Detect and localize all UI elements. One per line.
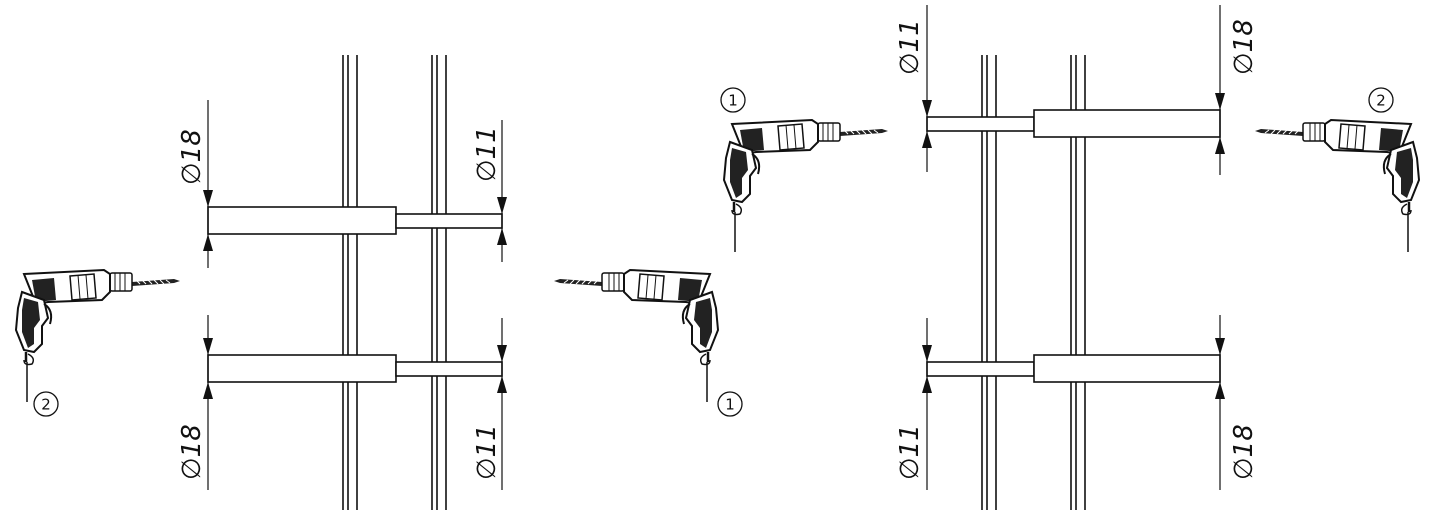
hole-bottom (207, 354, 503, 383)
drill-number-left: 1 (728, 92, 738, 110)
dim-label-top-right: ∅11 (472, 126, 502, 182)
drill-icon (14, 268, 182, 404)
hole-top (926, 109, 1221, 138)
right-panel: ∅11 ∅18 ∅11 ∅18 1 2 (720, 5, 1421, 510)
wall-lines (342, 55, 447, 510)
hole-top (207, 206, 503, 235)
dim-label-top-right: ∅18 (1229, 19, 1259, 75)
drill-number-right: 2 (1376, 92, 1386, 110)
dim-label-bottom-left: ∅18 (177, 424, 207, 480)
dim-label-top-left: ∅18 (177, 129, 207, 185)
dimension-lines (207, 100, 503, 490)
circled-number-icon: 2 (1368, 87, 1394, 113)
circled-number-icon: 1 (720, 87, 746, 113)
hole-bottom (926, 354, 1221, 383)
drill-icon (552, 268, 720, 404)
dim-label-top-left: ∅11 (895, 19, 925, 75)
drill-number-left: 2 (41, 396, 51, 414)
drill-icon (1253, 118, 1421, 254)
circled-number-icon: 1 (717, 391, 743, 417)
dimension-arrow-icon (203, 190, 507, 399)
dimension-lines (926, 5, 1221, 490)
dim-label-bottom-right: ∅18 (1229, 424, 1259, 480)
drill-icon (722, 118, 890, 254)
dimension-arrow-icon (922, 93, 1225, 399)
dim-label-bottom-left: ∅11 (895, 424, 925, 480)
drill-number-right: 1 (725, 396, 735, 414)
left-panel: ∅18 ∅11 ∅18 ∅11 2 1 (14, 55, 743, 510)
dim-label-bottom-right: ∅11 (472, 424, 502, 480)
circled-number-icon: 2 (33, 391, 59, 417)
